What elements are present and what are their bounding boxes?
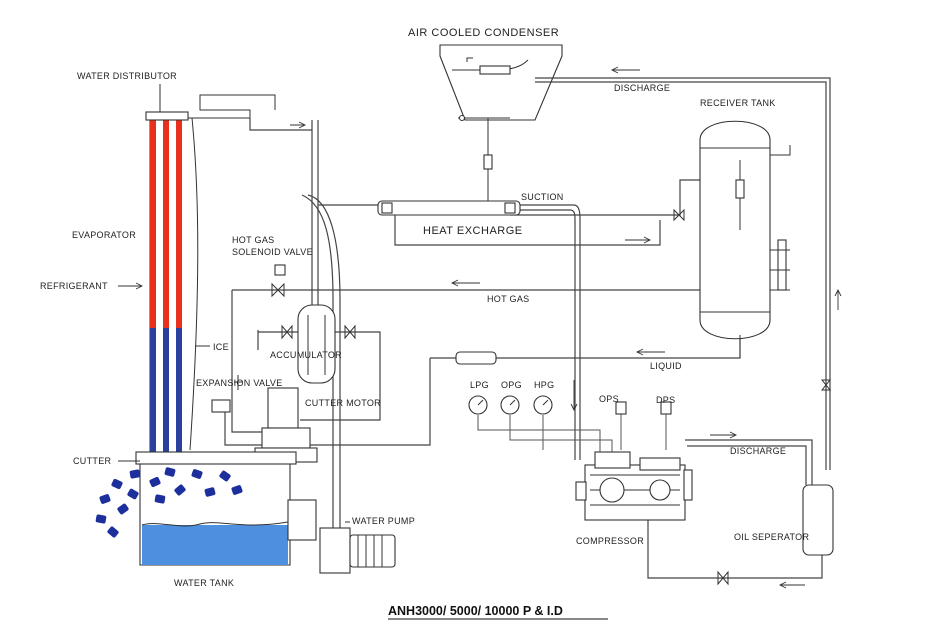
compressor (575, 451, 693, 521)
label-water-pump: WATER PUMP (352, 516, 415, 526)
label-evaporator: EVAPORATOR (72, 230, 136, 240)
label-water-distributor: WATER DISTRIBUTOR (77, 71, 177, 81)
valve-icon (820, 379, 832, 391)
pressure-gauge-icon (533, 395, 553, 415)
oil-separator (802, 484, 834, 556)
valve-icon (673, 208, 685, 222)
label-hot-gas: HOT GAS (487, 294, 529, 304)
accumulator (297, 304, 336, 384)
evaporator-tube (163, 120, 169, 330)
ops-switch (615, 401, 627, 415)
label-hot-gas-solenoid-1: HOT GAS (232, 235, 274, 245)
valve-icon (271, 264, 286, 298)
arrow-icon (778, 581, 805, 589)
evaporator-tube-ice (176, 328, 182, 453)
water-pump (319, 527, 396, 574)
label-compressor: COMPRESSOR (576, 536, 644, 546)
label-discharge-bottom: DISCHARGE (730, 446, 786, 456)
label-hot-gas-solenoid-2: SOLENOID VALVE (232, 247, 313, 257)
label-opg: OPG (501, 380, 522, 390)
heat-exchanger (377, 200, 521, 216)
label-oil-seperator: OIL SEPERATOR (734, 532, 809, 542)
ice-cubes (95, 467, 243, 538)
valve-icon (281, 324, 293, 340)
arrow-icon (290, 121, 307, 129)
label-discharge-top: DISCHARGE (614, 83, 670, 93)
arrow-icon (710, 431, 738, 439)
evaporator-tube (150, 120, 156, 330)
flow-arrows (118, 66, 842, 589)
arrow-icon (834, 288, 842, 310)
arrow-icon (635, 348, 665, 356)
label-water-tank: WATER TANK (174, 578, 234, 588)
label-ops: OPS (599, 394, 619, 404)
label-ice: ICE (213, 342, 229, 352)
label-hpg: HPG (534, 380, 554, 390)
valve-icon (344, 324, 356, 340)
arrow-icon (610, 66, 640, 74)
arrow-icon (570, 380, 578, 412)
water-tank (135, 451, 317, 566)
pressure-gauge-icon (468, 395, 488, 415)
label-dps: DPS (656, 395, 675, 405)
pressure-gauge-icon (500, 395, 520, 415)
valves (211, 208, 832, 586)
label-air-cooled-condenser: AIR COOLED CONDENSER (408, 27, 559, 39)
label-cutter: CUTTER (73, 456, 111, 466)
evaporator (145, 84, 276, 455)
label-heat-exchange: HEAT EXCHARGE (423, 225, 523, 237)
label-suction: SUCTION (521, 192, 564, 202)
valve-icon (717, 570, 729, 586)
dps-switch (660, 401, 672, 415)
evaporator-tube-ice (163, 328, 169, 453)
footer-title: ANH3000/ 5000/ 10000 P & I.D (388, 604, 563, 618)
label-receiver-tank: RECEIVER TANK (700, 98, 776, 108)
evaporator-tube (176, 120, 182, 330)
label-refrigerant: REFRIGERANT (40, 281, 108, 291)
arrow-icon (450, 279, 480, 287)
label-lpg: LPG (470, 380, 489, 390)
liquid-filter-drier (455, 351, 497, 365)
air-cooled-condenser (439, 44, 563, 215)
label-expansion-valve: EXPANSION VALVE (196, 378, 283, 388)
label-accumulator: ACCUMULATOR (270, 350, 342, 360)
arrow-icon (625, 236, 652, 244)
expansion-valve (211, 375, 242, 413)
arrow-icon (118, 282, 144, 290)
pressure-gauges (468, 395, 672, 415)
label-cutter-motor: CUTTER MOTOR (305, 398, 381, 408)
evaporator-tube-ice (150, 328, 156, 453)
label-liquid: LIQUID (650, 361, 682, 371)
receiver-tank (699, 120, 791, 358)
water-level (142, 525, 288, 565)
